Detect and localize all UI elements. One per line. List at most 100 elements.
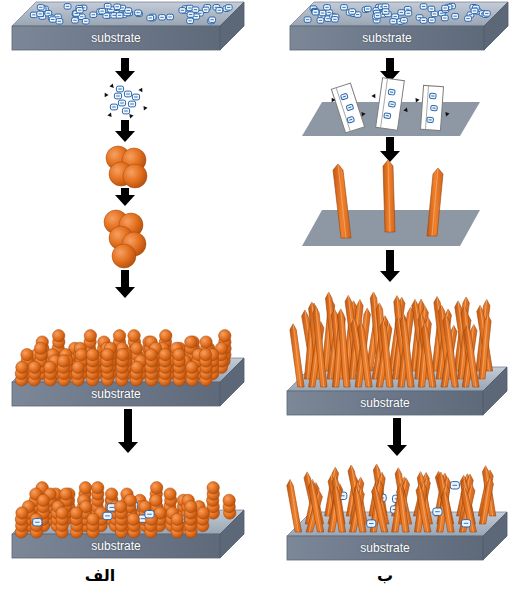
crystal-outline (331, 83, 364, 133)
molecule-bond (348, 106, 351, 108)
molecule-body (431, 105, 438, 111)
panel-label: الف (85, 566, 116, 585)
molecule-bond (112, 107, 116, 108)
molecule-bond (366, 8, 369, 9)
molecule-bond (113, 15, 116, 16)
crystal-outline (376, 78, 405, 131)
molecule-body (420, 4, 427, 9)
molecule-body (179, 8, 186, 13)
molecule-bond (485, 13, 488, 14)
molecule-body (384, 113, 391, 119)
precursor-molecule (367, 520, 376, 527)
substrate-front (287, 391, 483, 415)
substrate-label: substrate (360, 396, 409, 410)
molecule-bond (429, 119, 432, 120)
molecule-body (347, 116, 355, 123)
substrate-slab: substrate (287, 285, 507, 415)
nanoparticle-sphere (145, 349, 157, 361)
nanoparticle-sphere (21, 349, 33, 361)
nanoparticle-sphere (223, 494, 235, 506)
substrate-face: substrate (12, 534, 220, 558)
molecule-bond (326, 18, 329, 19)
process-arrows (115, 58, 400, 298)
precursor-molecule (317, 18, 324, 23)
motion-mark (144, 106, 148, 111)
substrate-face: substrate (287, 536, 483, 560)
molecule-bond (56, 16, 59, 17)
nanoparticle-sphere (127, 513, 139, 525)
motion-mark (107, 113, 111, 117)
molecule-body (405, 11, 412, 16)
nanoparticle-sphere (171, 513, 183, 525)
molecule-bond (473, 10, 476, 11)
precursor-molecule (312, 9, 319, 14)
molecule-bond (349, 119, 352, 121)
substrate-label: substrate (362, 31, 411, 45)
precursor-molecule (216, 8, 223, 13)
precursor-molecule (441, 15, 448, 20)
molecule-bond (116, 6, 119, 7)
plate-edge (293, 324, 301, 387)
molecule-body (398, 10, 405, 15)
molecule-body (209, 17, 216, 22)
molecule-body (420, 18, 427, 23)
nanoplate (479, 315, 492, 379)
molecule-bond (342, 7, 345, 8)
substrate-face: substrate (290, 26, 484, 50)
precursor-molecule (341, 5, 348, 10)
substrate-side (484, 2, 508, 50)
slab-outline (290, 2, 508, 54)
molecule-bond (384, 11, 387, 12)
slab-outline (12, 2, 244, 54)
molecule-body (128, 101, 135, 107)
molecule-bond (78, 10, 81, 11)
nanoplate (313, 307, 327, 387)
molecule-bond (100, 11, 103, 12)
precursor-molecule (388, 89, 395, 95)
plate-edge (316, 307, 324, 387)
precursor-molecule (347, 116, 355, 123)
molecule-bond (188, 8, 191, 9)
molecule-bond (141, 518, 146, 519)
substrate-slab: substrate (290, 2, 508, 54)
molecule-body (125, 8, 132, 13)
molecule-bond (66, 6, 69, 7)
molecule-bond (147, 514, 152, 515)
precursor-molecule (64, 4, 71, 9)
molecule-body (37, 11, 44, 16)
plate-edge (361, 323, 369, 387)
molecule-bond (84, 21, 87, 22)
precursor-molecule (114, 4, 121, 9)
molecule-bond (402, 20, 405, 21)
molecule-body (90, 12, 97, 17)
molecule-body (429, 93, 436, 99)
molecule-body (99, 8, 106, 13)
precursor-molecule (90, 12, 97, 17)
panel-label: ب (377, 566, 393, 585)
precursor-molecule (118, 100, 125, 106)
molecule-body (382, 9, 389, 14)
precursor-molecule (349, 9, 356, 14)
molecule-bond (321, 13, 324, 14)
molecule-body (114, 4, 121, 9)
precursor-molecule (428, 6, 435, 11)
process-arrow (115, 120, 135, 142)
precursor-molecule (116, 86, 123, 92)
nanoparticle-sphere (186, 361, 198, 373)
molecule-bond (375, 20, 378, 21)
molecule-body (341, 5, 348, 10)
nanoplate (338, 309, 351, 387)
molecule-bond (218, 10, 221, 11)
nanoparticle-sphere (114, 501, 126, 513)
nanoparticle-sphere (164, 488, 176, 500)
molecule-bond (116, 96, 120, 97)
molecule-bond (136, 12, 139, 13)
plate-edge (482, 478, 490, 524)
precursor-molecule (374, 13, 381, 18)
molecule-bond (386, 115, 389, 116)
process-arrow (380, 250, 400, 282)
nanoparticle-sphere (92, 482, 104, 494)
precursor-molecule (401, 18, 408, 23)
nanoparticle-sphere (173, 349, 185, 361)
precursor-molecule (104, 3, 111, 8)
